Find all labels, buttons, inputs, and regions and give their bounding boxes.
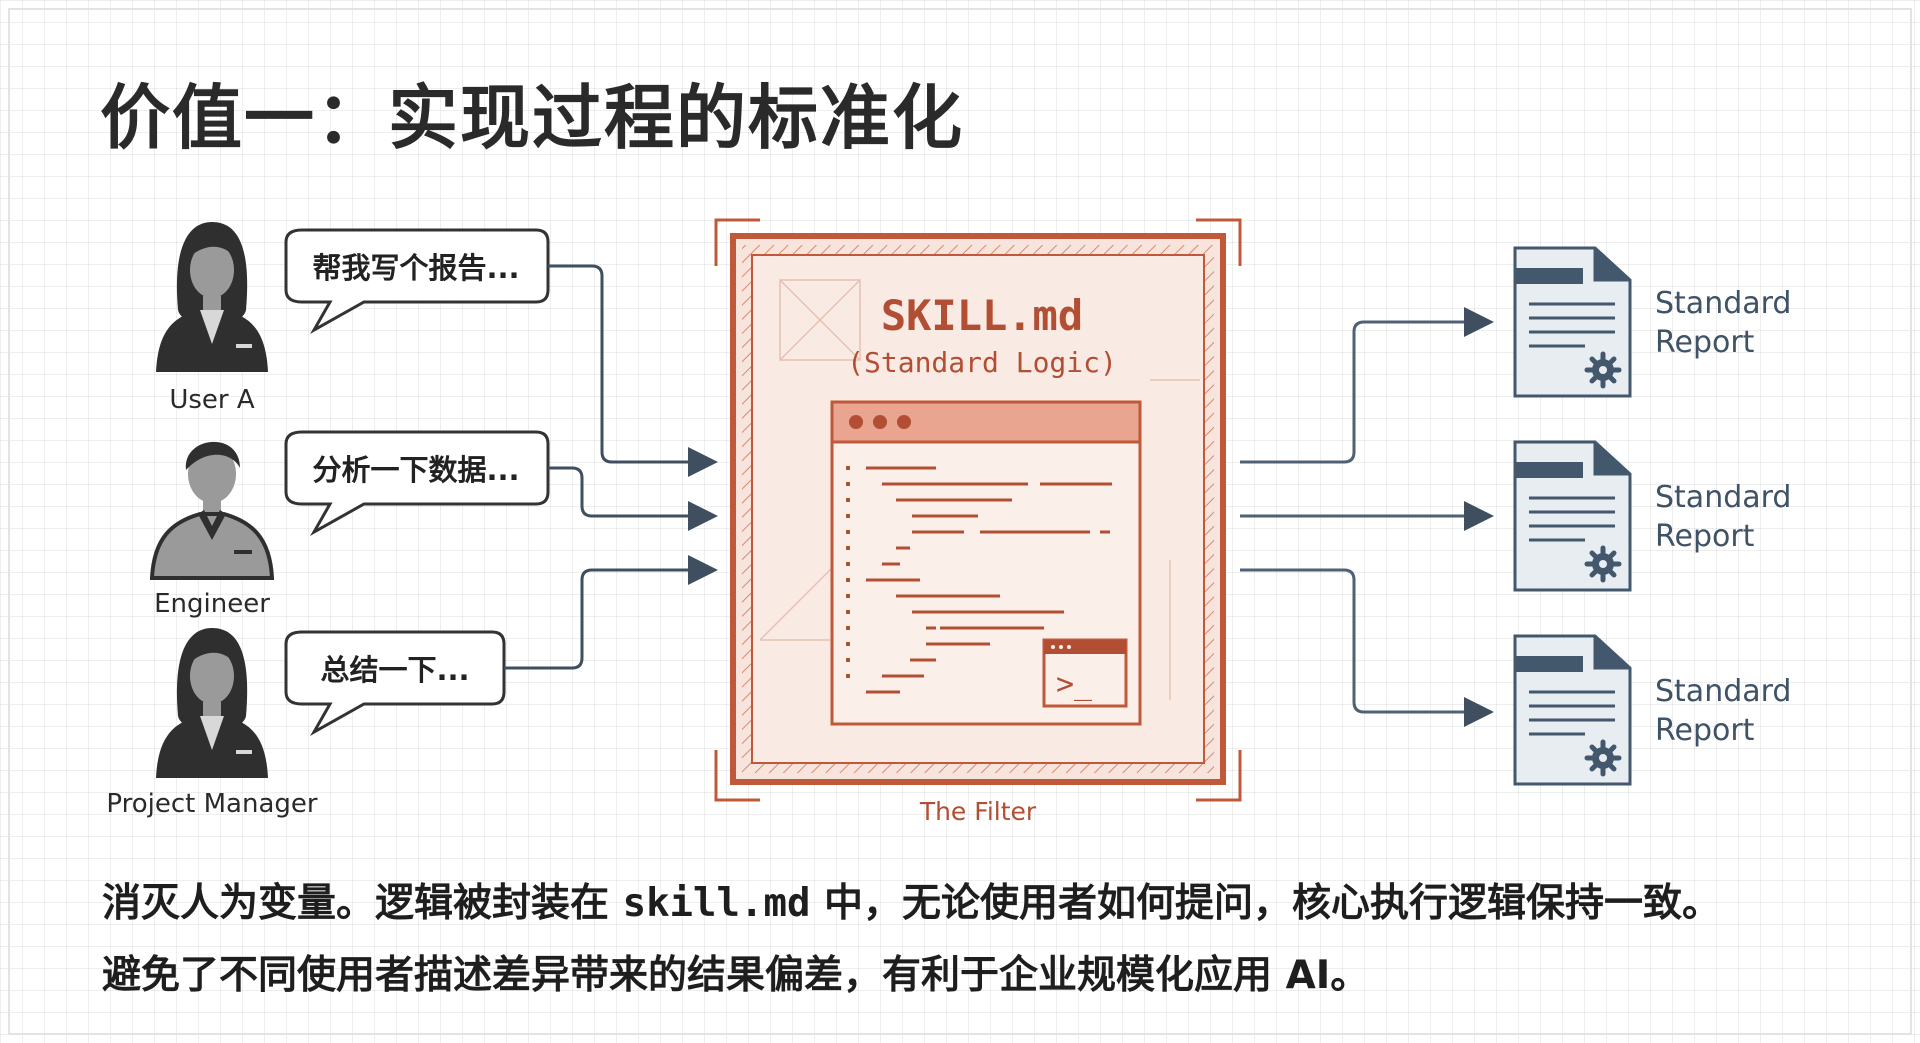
speech-bubble-2: 分析一下数据... (284, 430, 550, 536)
caption-text: 中，无论使用者如何提问，核心执行逻辑保持一致。 (824, 881, 1722, 926)
filter-label: The Filter (919, 797, 1037, 826)
corner-brackets (714, 218, 1242, 802)
man-avatar-icon (150, 439, 274, 580)
window-dot-icon (873, 415, 887, 429)
window-dot-icon (849, 415, 863, 429)
woman-avatar-icon (156, 628, 268, 778)
speech-bubble-3: 总结一下... (284, 630, 506, 736)
filter-subtitle: (Standard Logic) (847, 346, 1117, 379)
connector-2 (548, 466, 718, 531)
report-label-line1: Standard (1655, 480, 1791, 515)
connector-1 (548, 264, 718, 477)
terminal-titlebar (1044, 640, 1126, 654)
output-report-1: Standard Report (1515, 248, 1791, 396)
code-lines (866, 466, 1112, 694)
output-connector-3 (1240, 568, 1494, 727)
window-dot-icon (897, 415, 911, 429)
caption-code: skill.md (622, 881, 811, 926)
line-number-dots (846, 466, 850, 678)
user-project-manager: Project Manager (106, 628, 318, 819)
output-connector-1 (1240, 307, 1494, 464)
woman-avatar-icon (156, 222, 268, 372)
terminal-prompt-icon: >_ (1056, 667, 1093, 702)
terminal-dot-icon (1051, 645, 1055, 649)
user-a: User A (156, 222, 268, 415)
input-connectors (504, 264, 718, 670)
bubble-text-1: 帮我写个报告... (312, 251, 519, 285)
output-report-3: Standard Report (1515, 636, 1791, 784)
project-manager-label: Project Manager (106, 789, 317, 819)
report-label-line2: Report (1655, 713, 1755, 748)
terminal-dot-icon (1059, 645, 1063, 649)
user-a-label: User A (169, 385, 255, 415)
terminal-dot-icon (1067, 645, 1071, 649)
terminal-window: >_ (1042, 638, 1128, 708)
caption-text: 消灭人为变量。逻辑被封装在 (102, 881, 610, 926)
document-gear-icon (1515, 636, 1630, 784)
user-engineer: Engineer (150, 439, 274, 619)
report-label-line1: Standard (1655, 286, 1791, 321)
engineer-label: Engineer (154, 589, 270, 619)
speech-bubble-1: 帮我写个报告... (284, 228, 550, 334)
output-connectors (1240, 307, 1494, 727)
connector-3 (504, 555, 718, 670)
report-label-line1: Standard (1655, 674, 1791, 709)
caption-line-2: 避免了不同使用者描述差异带来的结果偏差，有利于企业规模化应用 AI。 (102, 953, 1370, 998)
skill-filter: SKILL.md (Standard Logic) (714, 218, 1242, 826)
report-label-line2: Report (1655, 325, 1755, 360)
caption-line-1: 消灭人为变量。逻辑被封装在 skill.md 中，无论使用者如何提问，核心执行逻… (102, 872, 1862, 928)
code-window: >_ (830, 400, 1142, 726)
bubble-text-2: 分析一下数据... (312, 453, 519, 487)
page-title: 价值一：实现过程的标准化 (100, 77, 964, 159)
blueprint-lines (759, 279, 1200, 700)
filter-filename: SKILL.md (881, 291, 1083, 340)
document-gear-icon (1515, 248, 1630, 396)
output-report-2: Standard Report (1515, 442, 1791, 590)
bubble-text-3: 总结一下... (320, 653, 469, 687)
document-gear-icon (1515, 442, 1630, 590)
report-label-line2: Report (1655, 519, 1755, 554)
